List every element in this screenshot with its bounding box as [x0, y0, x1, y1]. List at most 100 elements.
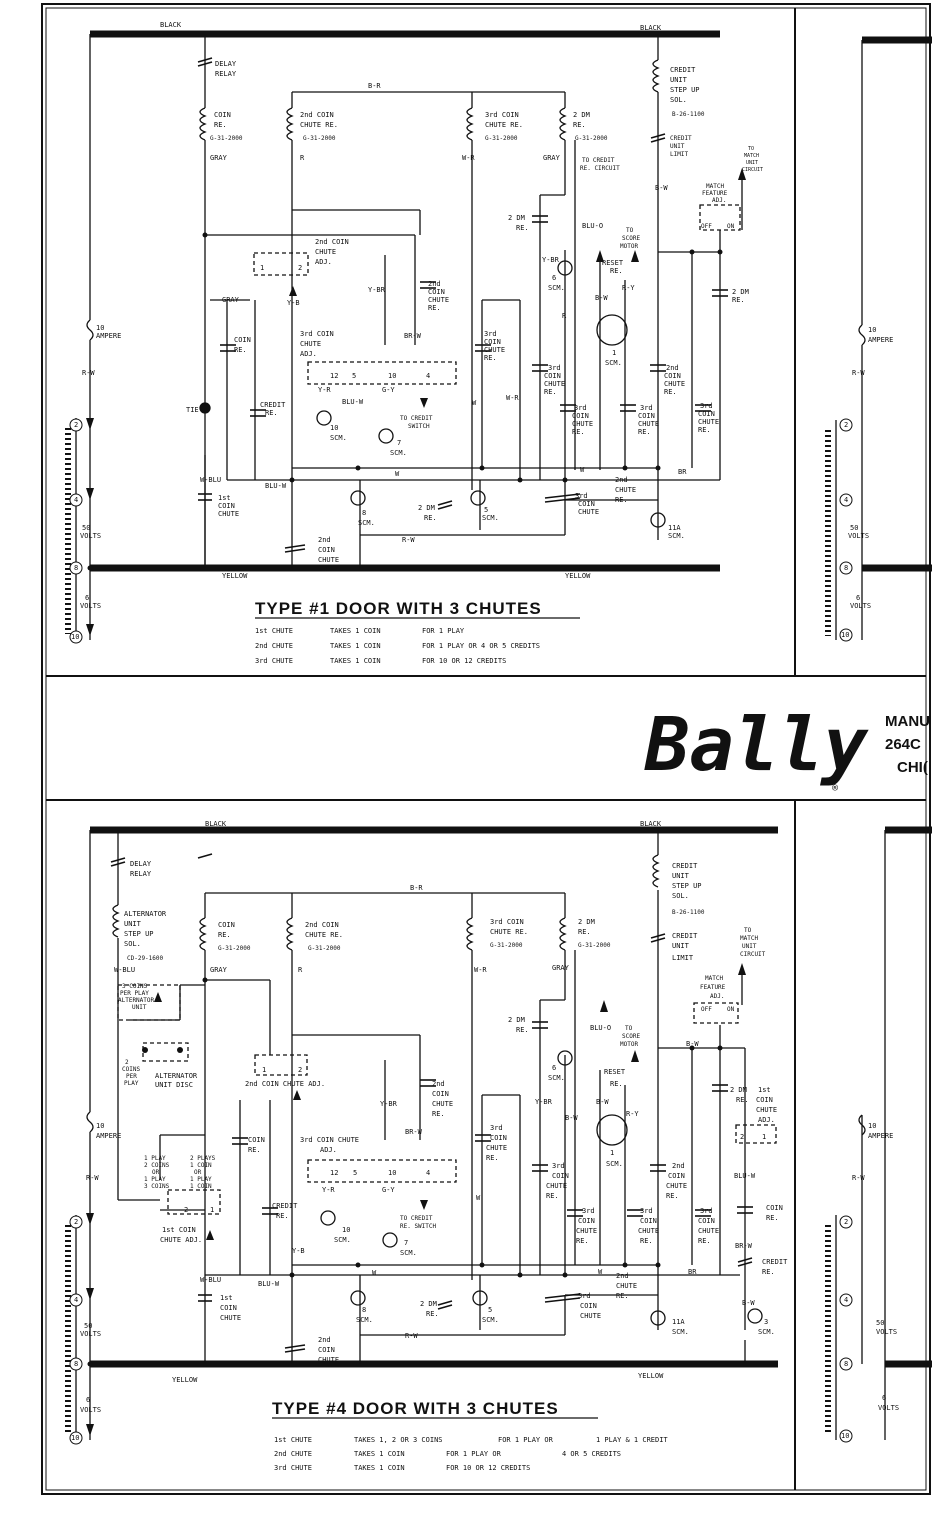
- svg-text:W-R: W-R: [462, 154, 475, 162]
- svg-text:R-W: R-W: [82, 369, 95, 377]
- svg-text:5: 5: [353, 1169, 357, 1177]
- svg-text:2nd: 2nd: [318, 536, 331, 544]
- svg-text:B-W: B-W: [595, 294, 608, 302]
- svg-text:W-R: W-R: [474, 966, 487, 974]
- ampere-fuse: [86, 830, 94, 1364]
- svg-text:CREDIT: CREDIT: [762, 1258, 788, 1266]
- svg-text:FOR 1 PLAY OR: FOR 1 PLAY OR: [498, 1436, 554, 1444]
- svg-text:BR: BR: [678, 468, 687, 476]
- svg-text:RE.: RE.: [484, 354, 497, 362]
- svg-text:B-W: B-W: [742, 1299, 755, 1307]
- svg-text:DELAY: DELAY: [130, 860, 152, 868]
- svg-text:VOLTS: VOLTS: [80, 532, 101, 540]
- svg-text:CREDIT: CREDIT: [670, 135, 692, 142]
- svg-text:2nd: 2nd: [318, 1336, 331, 1344]
- svg-text:VOLTS: VOLTS: [850, 602, 871, 610]
- svg-text:SOL.: SOL.: [124, 940, 141, 948]
- svg-text:COIN: COIN: [218, 502, 235, 510]
- svg-text:2: 2: [184, 1206, 188, 1214]
- svg-text:PLAY: PLAY: [124, 1080, 139, 1087]
- svg-text:RELAY: RELAY: [130, 870, 152, 878]
- black-label: BLACK: [640, 24, 662, 32]
- svg-text:OR: OR: [152, 1169, 160, 1176]
- type1-title: TYPE #1 DOOR WITH 3 CHUTES: [255, 599, 542, 618]
- svg-text:W-R: W-R: [506, 394, 519, 402]
- chute2-re-coil: [286, 107, 294, 141]
- svg-text:1st: 1st: [218, 494, 231, 502]
- svg-text:CHUTE: CHUTE: [580, 1312, 601, 1320]
- svg-text:3rd: 3rd: [700, 402, 713, 410]
- svg-text:10: 10: [71, 633, 79, 641]
- svg-text:RE.: RE.: [762, 1268, 775, 1276]
- svg-text:COIN: COIN: [640, 1217, 657, 1225]
- svg-text:RE.: RE.: [698, 426, 711, 434]
- svg-text:RE.: RE.: [573, 121, 586, 129]
- svg-text:SCM.: SCM.: [548, 1074, 565, 1082]
- chute2-re-coil: [286, 917, 294, 951]
- svg-text:2 PLAYS: 2 PLAYS: [190, 1155, 216, 1162]
- svg-text:R-W: R-W: [86, 1174, 99, 1182]
- svg-text:COINS: COINS: [122, 1066, 140, 1073]
- svg-text:G-31-2000: G-31-2000: [575, 135, 608, 142]
- svg-text:CHUTE RE.: CHUTE RE.: [305, 931, 343, 939]
- svg-text:CHUTE: CHUTE: [666, 1182, 687, 1190]
- svg-text:3rd: 3rd: [640, 404, 653, 412]
- chute3-re-coil: [466, 107, 474, 141]
- svg-text:R-W: R-W: [852, 369, 865, 377]
- coin-re-coil: [199, 917, 207, 951]
- svg-text:SCM.: SCM.: [400, 1249, 417, 1257]
- svg-text:SCM.: SCM.: [356, 1316, 373, 1324]
- svg-text:3rd COIN CHUTE: 3rd COIN CHUTE: [300, 1136, 359, 1144]
- svg-text:RE.: RE.: [666, 1192, 679, 1200]
- svg-text:W: W: [476, 1194, 481, 1202]
- credit-unit-coil: [652, 854, 660, 888]
- svg-text:2 DM: 2 DM: [730, 1086, 747, 1094]
- svg-text:RE.: RE.: [428, 304, 441, 312]
- svg-text:B-26-1100: B-26-1100: [672, 111, 705, 118]
- svg-text:6: 6: [552, 1064, 556, 1072]
- svg-text:MATCH: MATCH: [706, 183, 724, 190]
- svg-text:COIN: COIN: [218, 921, 235, 929]
- svg-text:UNIT: UNIT: [132, 1004, 147, 1011]
- svg-text:ADJ.: ADJ.: [712, 197, 726, 204]
- svg-text:FOR 10 OR 12 CREDITS: FOR 10 OR 12 CREDITS: [422, 657, 506, 665]
- svg-text:BLU-W: BLU-W: [265, 482, 287, 490]
- svg-text:1st CHUTE: 1st CHUTE: [255, 627, 293, 635]
- svg-text:B-W: B-W: [596, 1098, 609, 1106]
- svg-text:12: 12: [330, 372, 338, 380]
- bally-logo: Bally: [644, 702, 869, 788]
- svg-text:COIN: COIN: [248, 1136, 265, 1144]
- svg-text:BR-W: BR-W: [405, 1128, 423, 1136]
- svg-text:FEATURE: FEATURE: [702, 190, 728, 197]
- svg-text:RE.: RE.: [616, 1292, 629, 1300]
- svg-text:2: 2: [74, 1218, 78, 1226]
- transformer-taps-4: [69, 1215, 83, 1445]
- svg-text:R-W: R-W: [402, 536, 415, 544]
- svg-text:TO CREDIT: TO CREDIT: [582, 157, 615, 164]
- svg-text:PER: PER: [126, 1073, 137, 1080]
- svg-text:CHUTE: CHUTE: [615, 486, 636, 494]
- type1-labels: BLACK BLACK YELLOW YELLOW DELAY RELAY B-…: [80, 21, 763, 610]
- svg-text:W: W: [580, 466, 585, 474]
- svg-text:8: 8: [844, 1360, 848, 1368]
- svg-text:6: 6: [85, 594, 89, 602]
- svg-text:ADJ.: ADJ.: [315, 258, 332, 266]
- right-panel-4-labels: 10 AMPERE R-W 50 VOLTS 6 VOLTS: [852, 1122, 899, 1412]
- svg-text:TAKES 1 COIN: TAKES 1 COIN: [330, 627, 381, 635]
- svg-text:SCM.: SCM.: [672, 1328, 689, 1336]
- svg-text:B-W: B-W: [686, 1040, 699, 1048]
- type4-title-block: TYPE #4 DOOR WITH 3 CHUTES 1st CHUTE TAK…: [272, 1399, 668, 1472]
- svg-text:SCORE: SCORE: [622, 235, 640, 242]
- svg-text:G-31-2000: G-31-2000: [578, 942, 611, 949]
- svg-text:G-31-2000: G-31-2000: [303, 135, 336, 142]
- svg-text:TIE: TIE: [186, 406, 199, 414]
- svg-text:COIN: COIN: [234, 336, 251, 344]
- dm2-re-coil: [559, 107, 567, 141]
- svg-text:RE.: RE.: [426, 1310, 439, 1318]
- svg-text:1 COIN: 1 COIN: [190, 1162, 212, 1169]
- svg-text:2: 2: [298, 264, 302, 272]
- contacts-1: [198, 133, 728, 553]
- svg-text:G-31-2000: G-31-2000: [308, 945, 341, 952]
- svg-text:BLU-O: BLU-O: [590, 1024, 611, 1032]
